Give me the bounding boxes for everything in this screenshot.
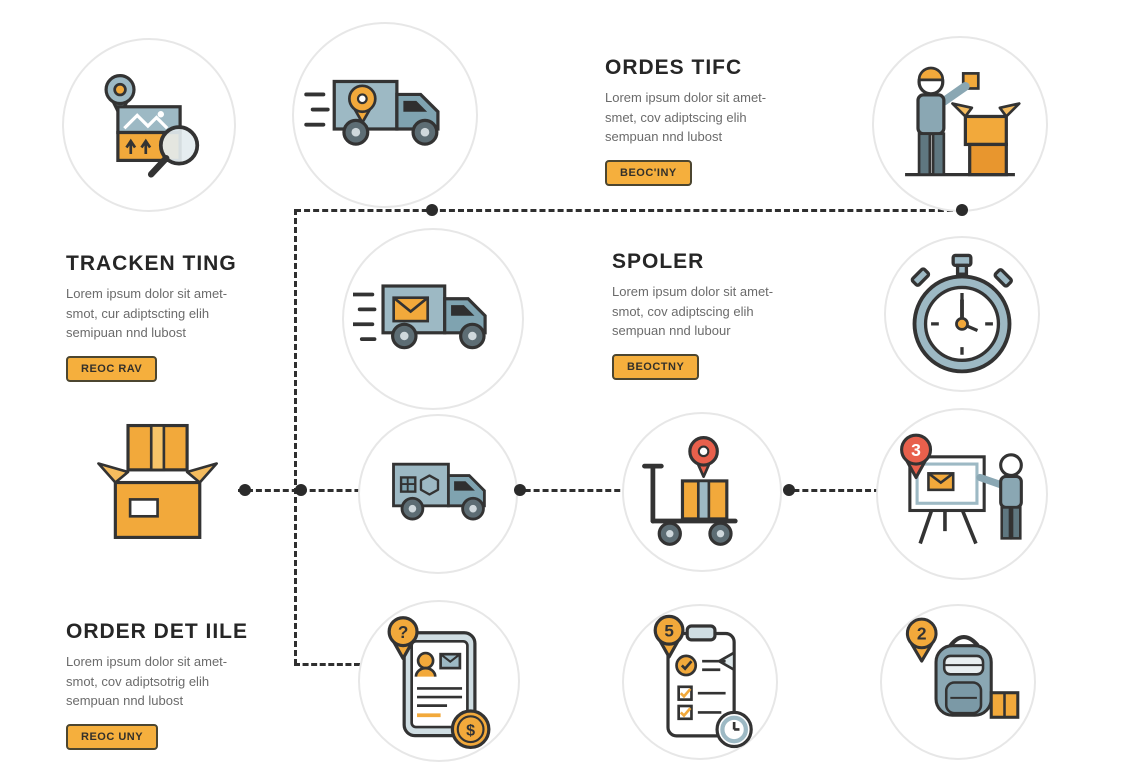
backpack-icon: 2: [905, 617, 1020, 719]
connector-dot: [783, 484, 795, 496]
order-status-button[interactable]: BEOC'INY: [605, 159, 692, 186]
connector-left-vertical: [294, 209, 297, 665]
circle-truck-packages: [358, 414, 518, 574]
circle-stopwatch: [884, 236, 1040, 392]
order-details-body: Lorem ipsum dolor sit amet- smot, cov ad…: [66, 654, 228, 709]
checklist-icon: 5: [653, 614, 753, 749]
package-search-icon: [104, 74, 200, 178]
stopwatch-icon: [910, 253, 1013, 373]
connector-bottom-elbow: [294, 663, 360, 666]
person-packing-icon: [905, 66, 1021, 177]
connector-dot: [295, 484, 307, 496]
tracking-button[interactable]: REOC RAV: [66, 355, 158, 382]
board-pin-number: 3: [911, 439, 921, 459]
stacked-boxes-icon: [92, 415, 240, 568]
circle-backpack: 2: [880, 604, 1036, 760]
circle-checklist: 5: [622, 604, 778, 760]
connector-dot: [956, 204, 968, 216]
circle-trolley: [622, 412, 782, 572]
backpack-pin-number: 2: [917, 624, 927, 644]
spoler-button[interactable]: BEOCTNY: [612, 353, 700, 380]
order-details-title: ORDER DET IILE: [66, 620, 249, 643]
connector-dot: [514, 484, 526, 496]
connector-top-horizontal: [295, 209, 962, 212]
price-badge: $: [466, 721, 475, 739]
circle-person-packing: [872, 36, 1048, 212]
document-pin-mark: ?: [398, 622, 408, 642]
order-status-title: ORDES TIFC: [605, 56, 743, 79]
truck-packages-icon: [392, 462, 486, 521]
spoler-body: Lorem ipsum dolor sit amet- smot, cov ad…: [612, 284, 774, 339]
section-tracking: TRACKEN TING Lorem ipsum dolor sit amet-…: [66, 252, 276, 382]
section-order-status: ORDES TIFC Lorem ipsum dolor sit amet- s…: [605, 56, 815, 186]
order-details-button[interactable]: REOC UNY: [66, 723, 159, 750]
hand-trolley-icon: [642, 436, 738, 546]
delivery-truck-pin-icon: [304, 79, 440, 146]
connector-dot: [239, 484, 251, 496]
circle-package-search: [62, 38, 236, 212]
tracking-title: TRACKEN TING: [66, 252, 237, 275]
circle-fast-truck: [342, 228, 524, 410]
presentation-board-icon: 3: [899, 433, 1023, 544]
section-spoler: SPOLER Lorem ipsum dolor sit amet- smot,…: [612, 250, 822, 380]
connector-dot: [426, 204, 438, 216]
checklist-pin-number: 5: [664, 622, 673, 641]
tracking-body: Lorem ipsum dolor sit amet- smot, cur ad…: [66, 286, 228, 341]
circle-presentation-board: 3: [876, 408, 1048, 580]
connector-middle-horizontal: [238, 489, 880, 492]
circle-order-document: ? $: [358, 600, 520, 762]
spoler-title: SPOLER: [612, 250, 705, 273]
order-status-body: Lorem ipsum dolor sit amet- smet, cov ad…: [605, 90, 767, 145]
section-order-details: ORDER DET IILE Lorem ipsum dolor sit ame…: [66, 620, 276, 750]
order-document-icon: ? $: [387, 615, 491, 749]
fast-truck-envelope-icon: [353, 283, 487, 349]
circle-truck-pin: [292, 22, 478, 208]
